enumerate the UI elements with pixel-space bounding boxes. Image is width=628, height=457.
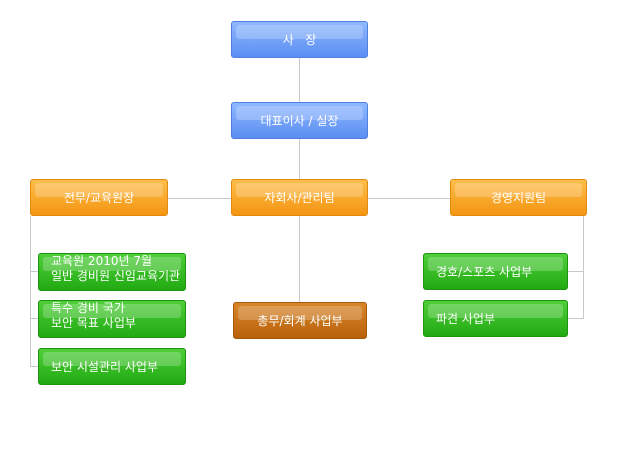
node-executive-director-label: 전무/교육원장 <box>63 191 135 205</box>
node-ceo: 사 장 <box>231 21 368 58</box>
node-special-security-line2: 보안 목표 사업부 <box>51 316 136 330</box>
node-accounting-label: 총무/회계 사업부 <box>257 314 343 328</box>
node-president-label: 대표이사 / 실장 <box>260 114 339 128</box>
node-accounting: 총무/회계 사업부 <box>233 302 367 339</box>
node-executive-director: 전무/교육원장 <box>30 179 168 216</box>
node-training-center-line1: 교육원 2010년 7월 <box>51 254 153 268</box>
connector-right-vertical <box>583 216 584 319</box>
connector-right-to-dispatch <box>568 318 583 319</box>
node-training-center: 교육원 2010년 7월 일반 경비원 신임교육기관 <box>38 253 186 291</box>
connector-left-to-special <box>30 318 38 319</box>
node-dispatch-label: 파견 사업부 <box>436 312 496 326</box>
node-special-security-line1: 특수 경비 국가 <box>51 301 125 315</box>
connector-subsidiary-accounting <box>299 216 300 302</box>
node-ceo-label: 사 장 <box>282 33 317 47</box>
connector-left-to-training <box>30 271 38 272</box>
node-dispatch: 파견 사업부 <box>423 300 568 337</box>
node-management-support: 경영지원팀 <box>450 179 587 216</box>
connector-left-to-facility <box>30 366 38 367</box>
connector-ceo-president <box>299 58 300 102</box>
node-special-security: 특수 경비 국가 보안 목표 사업부 <box>38 300 186 338</box>
node-facility-security-label: 보안 시설관리 사업부 <box>51 360 158 374</box>
connector-president-subsidiary <box>299 139 300 179</box>
node-subsidiary-team: 자회사/관리팀 <box>231 179 368 216</box>
node-escort-sports-label: 경호/스포츠 사업부 <box>436 265 533 279</box>
node-facility-security: 보안 시설관리 사업부 <box>38 348 186 385</box>
node-escort-sports: 경호/스포츠 사업부 <box>423 253 568 290</box>
node-management-support-label: 경영지원팀 <box>490 191 547 205</box>
connector-left-vertical <box>30 216 31 366</box>
node-subsidiary-team-label: 자회사/관리팀 <box>264 191 335 205</box>
connector-right-to-escort <box>568 271 583 272</box>
node-training-center-line2: 일반 경비원 신임교육기관 <box>51 269 181 283</box>
node-president: 대표이사 / 실장 <box>231 102 368 139</box>
